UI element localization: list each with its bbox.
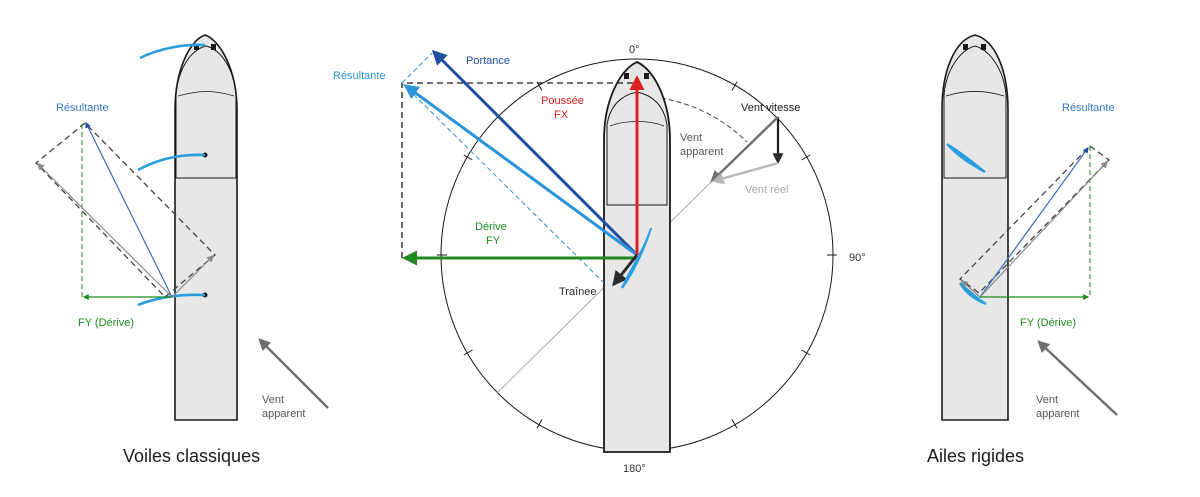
center-portance-dashed: [401, 52, 433, 84]
heading-arc: [636, 95, 748, 143]
left-lift-component-arrow: [36, 162, 173, 298]
right-wing-rear: [959, 282, 987, 306]
right-fy-label: FY (Dérive): [1020, 317, 1076, 329]
left-sail-top: [139, 43, 206, 60]
right-drag-component-arrow: [960, 280, 981, 298]
center-resultante-label: Résultante: [333, 70, 386, 82]
derive-label-2: FY: [486, 235, 501, 247]
left-caption: Voiles classiques: [123, 446, 260, 466]
compass-label-180: 180°: [623, 463, 646, 475]
compass-label-0: 0°: [629, 44, 640, 56]
left-hull: [174, 34, 238, 421]
poussee-label-2: FX: [554, 109, 569, 121]
compass-tick: [463, 349, 473, 356]
right-wing-front: [946, 143, 986, 173]
center-sail: [621, 227, 652, 289]
right-force-parallelogram: [959, 145, 1110, 294]
left-wind-label-1: Vent: [262, 394, 284, 406]
portance-label: Portance: [466, 55, 510, 67]
left-fy-label: FY (Dérive): [78, 317, 134, 329]
vent-vitesse-label: Vent vitesse: [741, 102, 800, 114]
left-panel: Résultante FY (Dérive) Vent apparent Voi…: [35, 34, 329, 466]
derive-label-1: Dérive: [475, 221, 507, 233]
left-wind-apparent-arrow: [258, 338, 329, 409]
right-lift-component-arrow: [979, 160, 1108, 298]
compass-tick: [801, 349, 811, 356]
compass-label-90: 90°: [849, 252, 866, 264]
left-drag-component-arrow: [171, 254, 215, 298]
right-resultante-label: Résultante: [1062, 102, 1115, 114]
left-resultante-arrow: [85, 121, 173, 298]
vent-apparent-arrow: [710, 116, 779, 183]
resultante-arrow: [403, 84, 638, 257]
right-wind-label-1: Vent: [1036, 394, 1058, 406]
left-sail-mid: [137, 153, 206, 172]
trainee-label: Traînee: [559, 286, 597, 298]
right-wind-apparent-arrow: [1037, 340, 1118, 416]
right-resultante-arrow: [979, 147, 1089, 298]
vent-reel-arrow: [711, 161, 779, 185]
compass-tick: [801, 154, 811, 161]
right-wind-label-2: apparent: [1036, 408, 1079, 420]
left-wind-label-2: apparent: [262, 408, 305, 420]
left-resultante-label: Résultante: [56, 102, 109, 114]
vent-apparent-label-2: apparent: [680, 146, 723, 158]
center-panel: 0° 90° 180° Portance Résultante Poussée …: [333, 44, 866, 475]
vent-apparent-label-1: Vent: [680, 132, 702, 144]
center-trainee-dashed: [401, 82, 605, 284]
compass-tick: [731, 81, 738, 91]
vent-reel-label: Vent réel: [745, 184, 788, 196]
right-caption: Ailes rigides: [927, 446, 1024, 466]
right-panel: Résultante FY (Dérive) Vent apparent Ail…: [927, 34, 1118, 466]
trainee-arrow: [612, 254, 639, 287]
right-hull: [941, 34, 1009, 421]
left-force-parallelogram: [35, 122, 216, 298]
compass-tick: [463, 154, 473, 161]
poussee-label-1: Poussée: [541, 95, 584, 107]
portance-arrow: [431, 49, 639, 257]
compass-tick: [731, 419, 738, 429]
compass-tick: [536, 419, 543, 429]
